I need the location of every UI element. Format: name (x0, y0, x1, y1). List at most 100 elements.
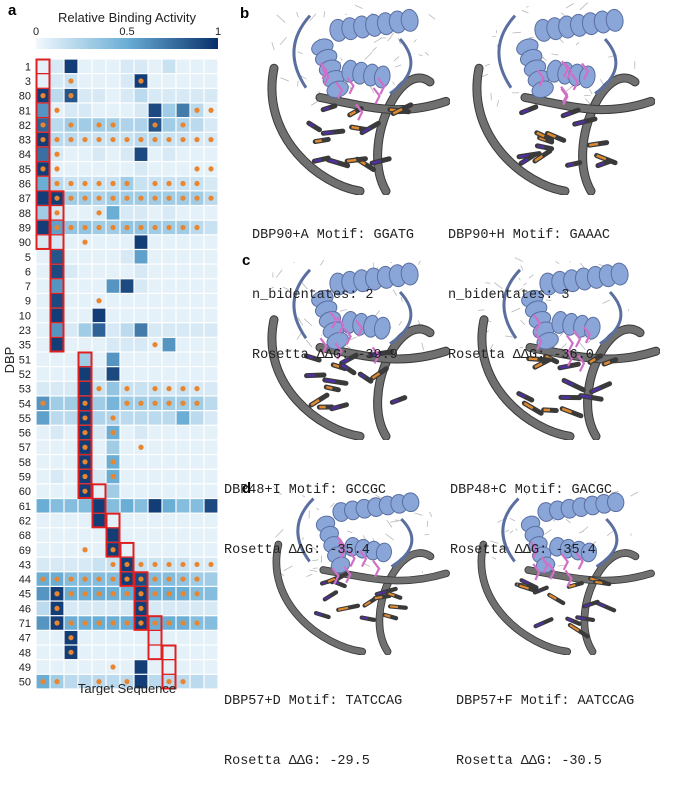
heatmap-cell (51, 60, 64, 73)
significance-dot (68, 635, 73, 640)
heatmap-cell (79, 323, 92, 336)
heatmap-cell (37, 631, 50, 644)
heatmap-cell (107, 162, 120, 175)
sidechain-stick (310, 14, 316, 21)
heatmap-cell (79, 338, 92, 351)
sidechain-stick (418, 261, 420, 265)
row-label: 48 (19, 647, 31, 659)
significance-dot (96, 181, 101, 186)
significance-dot (152, 562, 157, 567)
significance-dot (40, 93, 45, 98)
heatmap-cell (191, 631, 204, 644)
sidechain-stick (365, 52, 373, 60)
caption-line: Rosetta ΔΔG: -30.5 (456, 752, 634, 772)
heatmap-cell (205, 148, 218, 161)
heatmap-cell (177, 279, 190, 292)
heatmap-cell (79, 104, 92, 117)
heatmap-cell (205, 587, 218, 600)
heatmap-cell (191, 675, 204, 688)
significance-dot (54, 576, 59, 581)
heatmap-cell (135, 382, 148, 395)
significance-dot (194, 225, 199, 230)
sidechain-stick (600, 79, 603, 84)
heatmap-cell (205, 118, 218, 131)
row-label: 61 (19, 501, 31, 513)
significance-dot (138, 78, 143, 83)
heatmap-cell (121, 426, 134, 439)
significance-dot (110, 664, 115, 669)
heatmap-cell (149, 323, 162, 336)
heatmap-cell (121, 441, 134, 454)
significance-dot (124, 137, 129, 142)
significance-dot (194, 196, 199, 201)
significance-dot (180, 181, 185, 186)
heatmap-cell (65, 323, 78, 336)
significance-dot (180, 225, 185, 230)
significance-dot (180, 562, 185, 567)
row-label: 58 (19, 457, 31, 469)
significance-dot (194, 401, 199, 406)
significance-dot (138, 591, 143, 596)
heatmap-cell (191, 206, 204, 219)
heatmap-cell (51, 353, 64, 366)
heatmap-cell (149, 148, 162, 161)
heatmap-cell (37, 206, 50, 219)
heatmap-cell (107, 646, 120, 659)
heatmap-cell (79, 60, 92, 73)
heatmap-cell (121, 484, 134, 497)
heatmap-cell (191, 118, 204, 131)
heatmap-cell (177, 104, 190, 117)
sidechain-stick (355, 5, 363, 8)
heatmap-cell (191, 455, 204, 468)
caption-c-right: DBP48+C Motif: GACGC Rosetta ΔΔG: -35.4 (450, 441, 612, 581)
row-label: 35 (19, 340, 31, 352)
significance-dot (166, 401, 171, 406)
heatmap-cell (121, 411, 134, 424)
heatmap-cell (135, 646, 148, 659)
heatmap-cell (51, 528, 64, 541)
heatmap-cell (79, 660, 92, 673)
significance-dot (82, 547, 87, 552)
heatmap-cell (37, 265, 50, 278)
significance-dot (96, 620, 101, 625)
heatmap-cell (65, 528, 78, 541)
significance-dot (110, 576, 115, 581)
heatmap-cell (51, 250, 64, 263)
significance-dot (194, 386, 199, 391)
row-label: 55 (19, 413, 31, 425)
interface-sidechain (374, 88, 380, 104)
heatmap-cell (37, 74, 50, 87)
heatmap-cell (37, 528, 50, 541)
sidechain-stick (425, 534, 429, 535)
heatmap-cell (177, 250, 190, 263)
colorbar-tick-0: 0 (33, 26, 39, 38)
heatmap-cell (135, 353, 148, 366)
heatmap-cell (191, 484, 204, 497)
heatmap-cell (149, 528, 162, 541)
heatmap-cell (93, 470, 106, 483)
heatmap-cell (107, 265, 120, 278)
significance-dot (208, 137, 213, 142)
heatmap-cell (65, 353, 78, 366)
significance-dot (68, 93, 73, 98)
heatmap-cell (205, 294, 218, 307)
heatmap-cell (93, 455, 106, 468)
heatmap-cell (37, 499, 50, 512)
y-axis-label: DBP (2, 347, 17, 374)
protein-helix (534, 8, 625, 42)
heatmap-cell (121, 338, 134, 351)
heatmap-cell (121, 309, 134, 322)
heatmap-cell (65, 484, 78, 497)
heatmap-cell (37, 514, 50, 527)
heatmap-cell (65, 499, 78, 512)
dna-base-atoms (347, 160, 356, 161)
heatmap-cell (149, 484, 162, 497)
heatmap-cell (51, 309, 64, 322)
heatmap-cell (121, 455, 134, 468)
heatmap-cell (177, 426, 190, 439)
heatmap-cell (37, 558, 50, 571)
significance-dot (68, 181, 73, 186)
significance-dot (180, 620, 185, 625)
sidechain-stick (543, 58, 547, 61)
heatmap-cell (51, 660, 64, 673)
